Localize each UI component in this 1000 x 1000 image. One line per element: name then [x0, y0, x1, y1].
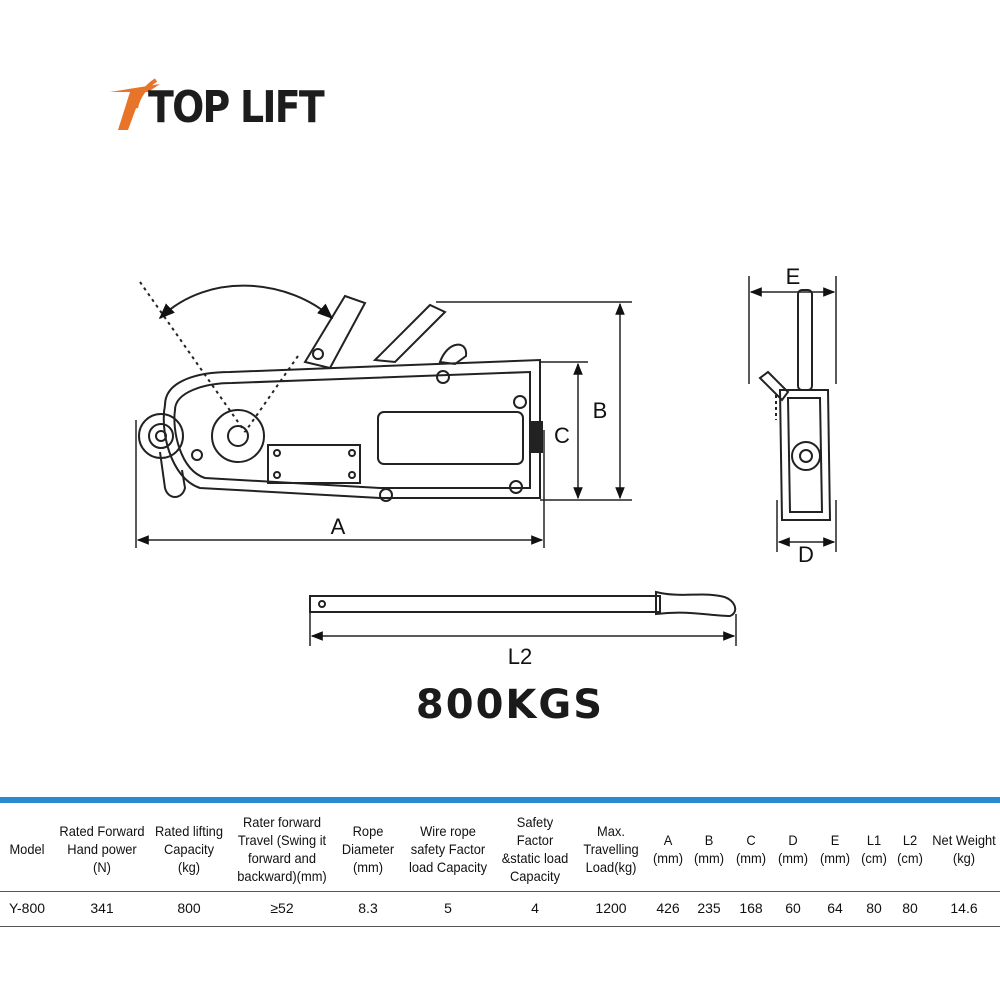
- dimension-label-a: A: [331, 514, 346, 539]
- column-header: Max. Travelling Load(kg): [576, 800, 646, 892]
- column-header: L1 (cm): [857, 800, 891, 892]
- front-view: [758, 289, 832, 521]
- capacity-label: 800KGS: [415, 682, 605, 728]
- dimension-label-l2: L2: [508, 644, 532, 669]
- handle-view: [309, 590, 737, 618]
- column-header: L2 (cm): [893, 800, 927, 892]
- column-header: Rated Forward Hand power (N): [57, 800, 147, 892]
- table-cell: 8.3: [336, 891, 400, 927]
- brand-logo: TOP LIFT: [108, 78, 328, 138]
- table-cell: 168: [730, 891, 772, 927]
- table-cell: 60: [772, 891, 814, 927]
- table-cell: 64: [814, 891, 856, 927]
- spec-table: Model Rated Forward Hand power (N) Rated…: [0, 797, 1000, 927]
- table-cell: Y-800: [0, 891, 54, 927]
- dimension-d: [776, 500, 837, 552]
- table-cell: 4: [496, 891, 574, 927]
- table-cell: 800: [150, 891, 228, 927]
- column-header: Rope Diameter (mm): [338, 800, 398, 892]
- table-row: Y-800 341 800 ≥52 8.3 5 4 1200 426 235 1…: [0, 891, 1000, 927]
- column-header: Model: [2, 800, 52, 892]
- dimension-label-c: C: [554, 423, 570, 448]
- dimension-l2: [309, 612, 737, 646]
- column-header: D (mm): [773, 800, 813, 892]
- column-header: Rated lifting Capacity (kg): [153, 800, 225, 892]
- column-header: Wire rope safety Factor load Capacity: [403, 800, 493, 892]
- dimension-label-d: D: [798, 542, 814, 567]
- dimension-label-b: B: [593, 398, 608, 423]
- dimension-b: [436, 301, 632, 501]
- logo-swoosh-icon: [110, 78, 160, 130]
- technical-drawing: A B C E D: [135, 264, 837, 669]
- logo-wordmark: TOP LIFT: [148, 82, 325, 133]
- dimension-c: [540, 361, 588, 500]
- column-header: B (mm): [689, 800, 729, 892]
- table-header-row: Model Rated Forward Hand power (N) Rated…: [0, 800, 1000, 892]
- table-cell: 80: [856, 891, 892, 927]
- table-cell: 1200: [574, 891, 648, 927]
- table-cell: 341: [54, 891, 150, 927]
- table-cell: 80: [892, 891, 928, 927]
- swing-arc: [139, 281, 334, 433]
- side-view: [138, 294, 543, 502]
- table-cell: ≥52: [228, 891, 336, 927]
- dimension-e: [748, 276, 837, 384]
- table-cell: 5: [400, 891, 496, 927]
- column-header: Net Weight (kg): [930, 800, 998, 892]
- column-header: E (mm): [815, 800, 855, 892]
- column-header: Safety Factor &static load Capacity: [499, 800, 571, 892]
- table-cell: 235: [688, 891, 730, 927]
- column-header: Rater forward Travel (Swing it forward a…: [232, 800, 332, 892]
- table-cell: 426: [648, 891, 688, 927]
- table-cell: 14.6: [928, 891, 1000, 927]
- dimension-label-e: E: [786, 264, 801, 289]
- column-header: A (mm): [649, 800, 687, 892]
- column-header: C (mm): [731, 800, 771, 892]
- dimension-a: [135, 420, 545, 548]
